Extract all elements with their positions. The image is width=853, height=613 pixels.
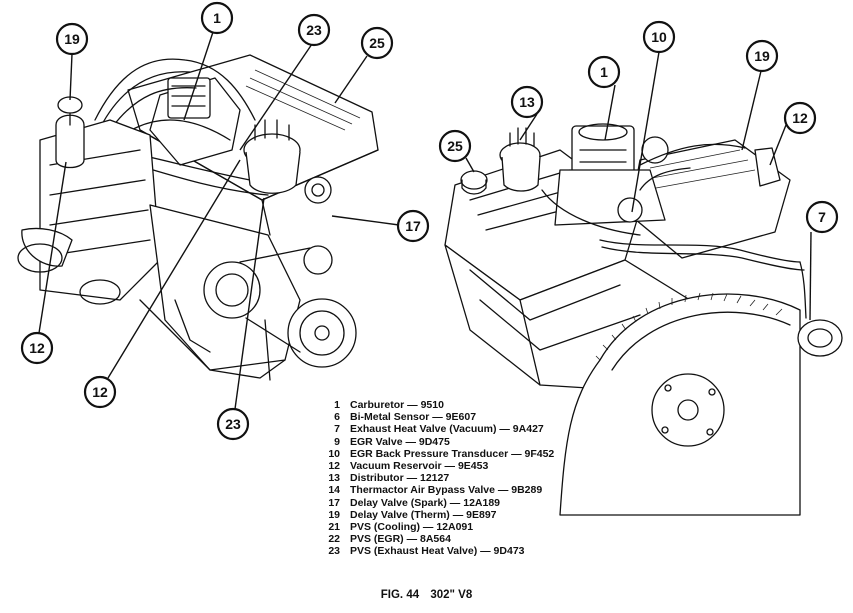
legend-number: 22 [328, 533, 340, 546]
callout-left-12-mid: 12 [83, 375, 117, 409]
legend-item: 12 Vacuum Reservoir — 9E453 [316, 460, 646, 472]
svg-text:25: 25 [369, 35, 385, 51]
legend-description: Delay Valve (Spark) — 12A189 [350, 496, 501, 509]
left-engine-illustration [17, 54, 379, 381]
svg-text:17: 17 [405, 218, 421, 234]
legend-item: 23 PVS (Exhaust Heat Valve) — 9D473 [316, 545, 646, 557]
svg-text:12: 12 [92, 384, 108, 400]
legend-number: 21 [328, 521, 340, 534]
legend-description: Exhaust Heat Valve (Vacuum) — 9A427 [350, 423, 544, 436]
legend-number: 13 [328, 472, 340, 485]
figure-number: FIG. 44 [380, 589, 420, 601]
callout-right-1: 1 [587, 55, 621, 89]
legend-description: Bi-Metal Sensor — 9E607 [350, 411, 477, 424]
legend-description: PVS (Exhaust Heat Valve) — 9D473 [350, 545, 525, 558]
svg-text:7: 7 [818, 209, 826, 225]
legend-description: Vacuum Reservoir — 9E453 [350, 460, 489, 473]
legend-item: 21 PVS (Cooling) — 12A091 [316, 521, 646, 533]
legend-number: 19 [328, 508, 340, 521]
svg-text:1: 1 [213, 10, 221, 26]
figure-caption: FIG. 44 302" V8 [0, 589, 853, 601]
callout-left-19: 19 [55, 22, 89, 56]
callout-left-12-lower: 12 [20, 331, 54, 365]
callout-left-23-top: 23 [297, 13, 331, 47]
legend-description: EGR Valve — 9D475 [350, 435, 450, 448]
callout-right-13: 13 [510, 85, 544, 119]
legend-number: 17 [328, 496, 340, 509]
leader-lines [38, 31, 812, 410]
legend-item: 22 PVS (EGR) — 8A564 [316, 533, 646, 545]
legend-description: Distributor — 12127 [350, 472, 450, 485]
svg-text:10: 10 [651, 29, 667, 45]
parts-legend: 1 Carburetor — 9510 6 Bi-Metal Sensor — 9E… [316, 399, 646, 558]
legend-item: 7 Exhaust Heat Valve (Vacuum) — 9A427 [316, 423, 646, 435]
legend-description: Delay Valve (Therm) — 9E897 [350, 508, 497, 521]
legend-number: 10 [328, 447, 340, 460]
svg-text:1: 1 [600, 64, 608, 80]
callout-left-17: 17 [396, 209, 430, 243]
callout-left-23-bottom: 23 [216, 407, 250, 441]
legend-number: 9 [334, 435, 340, 448]
legend-item: 17 Delay Valve (Spark) — 12A189 [316, 497, 646, 509]
svg-text:25: 25 [447, 138, 463, 154]
legend-item: 10 EGR Back Pressure Transducer — 9F452 [316, 448, 646, 460]
legend-description: EGR Back Pressure Transducer — 9F452 [350, 447, 555, 460]
legend-description: PVS (Cooling) — 12A091 [350, 521, 474, 534]
legend-number: 1 [334, 399, 340, 411]
legend-item: 14 Thermactor Air Bypass Valve — 9B289 [316, 484, 646, 496]
svg-text:23: 23 [225, 416, 241, 432]
svg-text:19: 19 [64, 31, 80, 47]
legend-item: 19 Delay Valve (Therm) — 9E897 [316, 509, 646, 521]
callout-right-19: 19 [745, 39, 779, 73]
legend-item: 6 Bi-Metal Sensor — 9E607 [316, 411, 646, 423]
svg-text:13: 13 [519, 94, 535, 110]
callout-right-25: 25 [438, 129, 472, 163]
svg-text:12: 12 [792, 110, 808, 126]
legend-description: Thermactor Air Bypass Valve — 9B289 [350, 484, 543, 497]
callout-right-7: 7 [805, 200, 839, 234]
right-engine-illustration [444, 123, 843, 516]
svg-text:23: 23 [306, 22, 322, 38]
legend-item: 1 Carburetor — 9510 [316, 399, 646, 411]
legend-number: 6 [334, 411, 340, 424]
legend-description: PVS (EGR) — 8A564 [350, 533, 451, 546]
legend-item: 9 EGR Valve — 9D475 [316, 436, 646, 448]
svg-text:19: 19 [754, 48, 770, 64]
callout-left-25: 25 [360, 26, 394, 60]
legend-number: 14 [328, 484, 340, 497]
legend-description: Carburetor — 9510 [350, 399, 444, 411]
legend-number: 12 [328, 460, 340, 473]
legend-number: 7 [334, 423, 340, 436]
callout-right-12: 12 [783, 101, 817, 135]
figure-title: 302" V8 [430, 589, 473, 601]
legend-item: 13 Distributor — 12127 [316, 472, 646, 484]
callout-left-1: 1 [200, 1, 234, 35]
svg-text:12: 12 [29, 340, 45, 356]
legend-number: 23 [328, 545, 340, 558]
callout-right-10: 10 [642, 20, 676, 54]
